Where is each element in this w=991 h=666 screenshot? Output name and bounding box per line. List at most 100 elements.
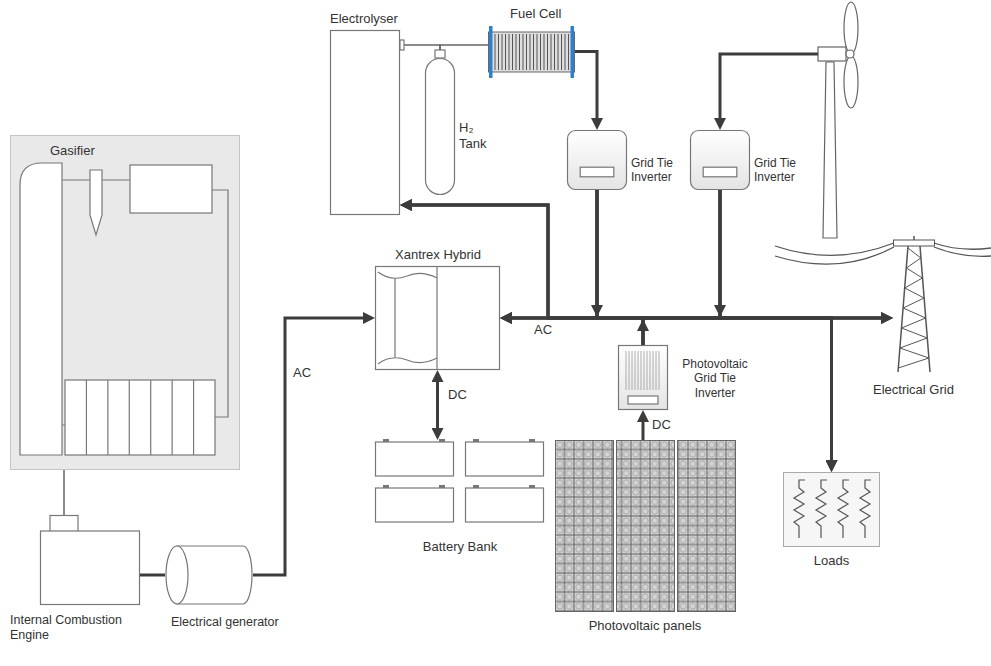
node-label: H₂ Tank xyxy=(459,120,491,151)
fuel-cell-stack-drawing-part xyxy=(561,34,562,70)
loads-box: Loads xyxy=(783,472,880,547)
node-label: Grid Tie Inverter xyxy=(631,156,687,185)
battery-bank: Battery Bank xyxy=(375,440,545,525)
node-label: Internal Combustion Engine xyxy=(10,613,135,643)
battery-bank-drawing-part xyxy=(383,439,389,442)
wind-turbine-part xyxy=(844,2,858,54)
pv-inverter-drawing-part xyxy=(635,351,636,390)
pv-panels: Photovoltaic panels xyxy=(555,440,735,612)
electrolyser-box: Electrolyser xyxy=(330,30,400,215)
gasifier-panel-drawing-part xyxy=(62,180,228,425)
engine-box: Internal Combustion Engine xyxy=(40,515,140,605)
power-connector xyxy=(400,45,440,58)
fuel-cell-stack-drawing-part xyxy=(533,34,534,70)
power-lines-part xyxy=(934,243,991,249)
fuel-cell-stack-drawing-part xyxy=(551,34,552,70)
power-connector xyxy=(643,318,889,345)
node-label: Electrical Grid xyxy=(873,382,954,398)
bus-label: AC xyxy=(532,323,554,338)
wind-turbine-part xyxy=(846,50,854,58)
engine-box-drawing-part xyxy=(50,516,78,532)
gasifier-panel-drawing-part xyxy=(129,380,130,455)
fuel-cell-stack-drawing-part xyxy=(526,34,527,70)
node-label: Gasifier xyxy=(50,143,95,159)
fuel-cell-stack-drawing xyxy=(488,28,575,75)
fuel-cell-stack-drawing-part xyxy=(547,34,548,70)
pv-inverter-drawing-part xyxy=(650,351,651,390)
fuel-cell-stack: Fuel Cell xyxy=(488,28,575,75)
power-connector xyxy=(504,190,597,318)
power-lines-part xyxy=(775,243,894,255)
grid-tie-inverter-drawing xyxy=(690,130,750,190)
pv-inverter-drawing-part xyxy=(628,396,658,404)
fuel-cell-stack-drawing-part xyxy=(505,34,506,70)
connector-label: AC xyxy=(291,366,313,381)
battery-bank-drawing-part xyxy=(466,488,544,522)
power-connector xyxy=(575,52,597,127)
gasifier-panel-drawing-part xyxy=(90,170,102,235)
pv-inverter-drawing-part xyxy=(632,351,633,390)
gasifier-panel-drawing-part xyxy=(11,136,240,470)
hybrid-inverter-drawing-part xyxy=(378,272,437,364)
hydrogen-tank-drawing-part xyxy=(426,59,455,195)
power-lines xyxy=(775,243,991,264)
fuel-cell-stack-drawing-part xyxy=(540,34,541,70)
node-label: Electrolyser xyxy=(330,11,398,27)
power-connector xyxy=(504,190,720,318)
grid-tie-inverter-drawing-part xyxy=(568,131,627,190)
battery-bank-drawing-part xyxy=(439,485,445,488)
gasifier-panel-drawing-part xyxy=(130,165,212,213)
power-connector xyxy=(436,374,439,436)
node-label: Grid Tie Inverter xyxy=(754,156,810,185)
hybrid-inverter-drawing xyxy=(375,266,500,370)
grid-pole-drawing-part xyxy=(898,248,929,368)
node-label: Battery Bank xyxy=(375,539,545,555)
gasifier-panel-drawing xyxy=(10,135,240,470)
pv-inverter-drawing-part xyxy=(659,351,660,390)
gasifier-panel-drawing-part xyxy=(193,380,194,455)
bus-junction-arrow xyxy=(714,305,726,317)
hydrogen-tank-drawing-part xyxy=(435,50,445,58)
generator-cylinder-drawing-part xyxy=(166,546,188,604)
grid-pole: Electrical Grid xyxy=(893,236,935,372)
power-connector xyxy=(440,45,488,58)
grid-tie-inverter: Grid Tie Inverter xyxy=(690,130,750,190)
node-label: Loads xyxy=(783,553,880,569)
grid-pole-drawing xyxy=(893,236,935,372)
node-label: Electrical generator xyxy=(171,615,279,630)
fuel-cell-stack-drawing-part xyxy=(489,32,575,72)
battery-bank-drawing-part xyxy=(383,485,389,488)
fuel-cell-stack-drawing-part xyxy=(512,34,513,70)
fuel-cell-stack-drawing-part xyxy=(516,34,517,70)
hydrogen-tank: H₂ Tank xyxy=(425,58,455,195)
bus-junction-arrow xyxy=(591,305,603,317)
power-connector xyxy=(504,318,643,345)
fuel-cell-stack-drawing-part xyxy=(571,26,575,78)
pv-inverter-drawing-part xyxy=(626,351,627,390)
fuel-cell-stack-drawing-part xyxy=(544,34,545,70)
battery-bank-drawing-part xyxy=(473,439,479,442)
pv-inverter-drawing xyxy=(618,345,668,410)
node-label: Photovoltaic panels xyxy=(555,618,735,634)
battery-bank-drawing-part xyxy=(376,488,454,522)
power-connector xyxy=(597,190,832,468)
electrolyser-box-drawing-part xyxy=(331,31,400,215)
wind-turbine-part xyxy=(844,56,858,108)
node-label: Photovoltaic Grid Tie Inverter xyxy=(674,357,756,400)
power-connector xyxy=(597,190,889,318)
wind-turbine xyxy=(818,2,858,238)
generator-cylinder: Electrical generator xyxy=(165,545,253,605)
gasifier-panel-drawing-part xyxy=(65,380,215,455)
loads-box-drawing-part xyxy=(860,480,871,538)
gasifier-panel-drawing-part xyxy=(20,163,62,455)
gasifier-panel-drawing-part xyxy=(107,380,108,455)
battery-bank-drawing-part xyxy=(439,439,445,442)
generator-cylinder-drawing xyxy=(165,545,253,605)
grid-tie-inverter-drawing-part xyxy=(691,131,750,190)
loads-box-drawing-part xyxy=(784,473,880,547)
power-connector xyxy=(720,190,889,318)
power-connector xyxy=(253,318,371,575)
wind-power-wire xyxy=(720,54,818,126)
battery-bank-drawing-part xyxy=(466,442,544,476)
